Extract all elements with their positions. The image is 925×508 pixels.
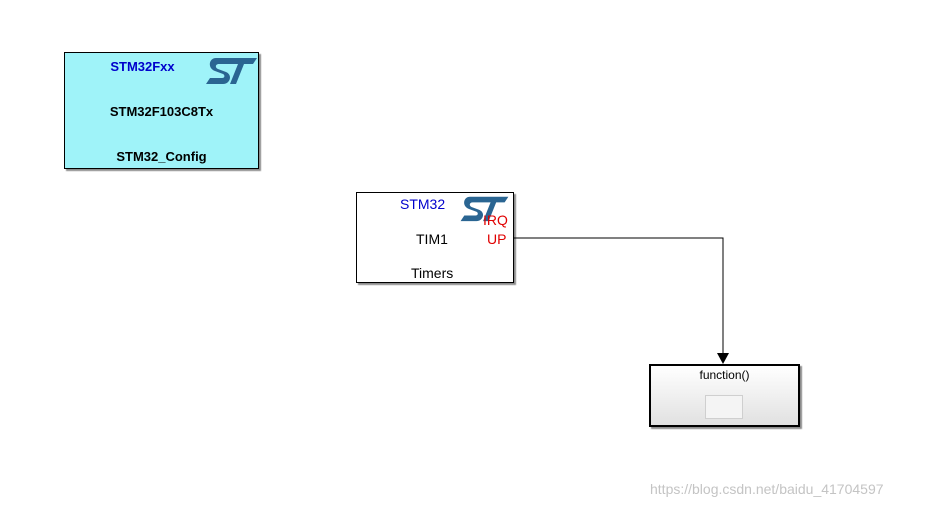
timer-name-label: Timers (411, 265, 454, 281)
watermark-text: https://blog.csdn.net/baidu_41704597 (650, 481, 884, 497)
function-trigger-label: function() (699, 368, 750, 382)
st-logo-icon (203, 54, 259, 91)
subsystem-icon (705, 395, 743, 419)
irq-port-label: IRQ (483, 212, 508, 228)
timer-vendor-label: STM32 (400, 196, 446, 212)
function-call-subsystem-block[interactable]: function() (649, 364, 800, 427)
up-port-label[interactable]: UP (487, 231, 507, 247)
config-chip-label: STM32F103C8Tx (109, 104, 214, 119)
config-name-label: STM32_Config (116, 149, 207, 164)
st-logo-icon (457, 193, 511, 228)
stm32-timer-block[interactable]: STM32 IRQ UP TIM1 Timers (356, 192, 514, 283)
config-family-label: STM32Fxx (110, 59, 175, 74)
stm32-config-block[interactable]: STM32Fxx STM32F103C8Tx STM32_Config (64, 52, 259, 169)
timer-peripheral-label: TIM1 (416, 231, 448, 247)
arrowhead-icon (717, 353, 729, 364)
